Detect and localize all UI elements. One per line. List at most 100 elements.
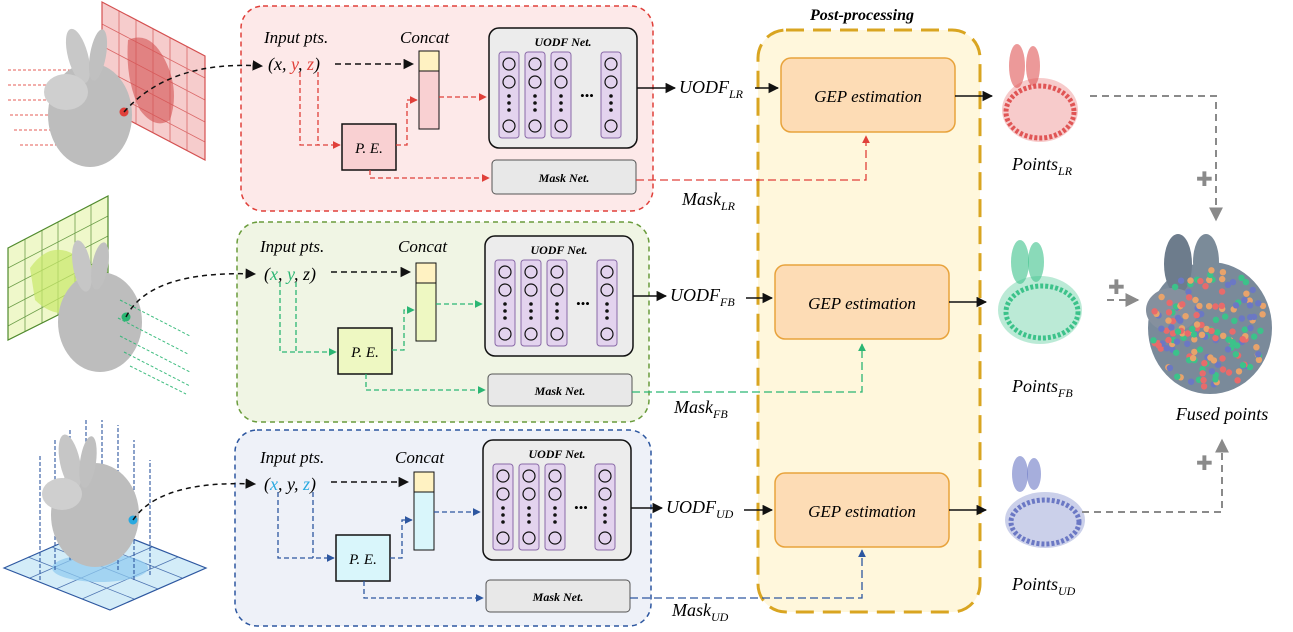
neuron-node [598,469,612,483]
row-fb: Input pts. (x, y, z) Concat P. E. UODF N… [236,221,1073,423]
fused-point [1219,355,1226,362]
neuron-ellipsis-dot [609,101,613,105]
row-lr-concat-bar-bottom [418,70,440,130]
fused-point [1212,316,1220,323]
neuron-ellipsis-dot [603,506,607,510]
row-fb-coords: (x, y, z) [264,264,316,285]
fused-point [1243,290,1250,297]
neuron-ellipsis-dot [555,316,559,320]
row-ud-points-label: PointsUD [1011,574,1076,598]
neuron-node [502,57,516,71]
neuron-ellipsis-dot [555,302,559,306]
neuron-node [554,75,568,89]
row-lr-coords: (x, y, z) [268,54,320,75]
neuron-node [548,487,562,501]
neuron-ellipsis-dot [527,520,531,524]
fused-point [1208,327,1215,334]
neuron-node [600,265,614,279]
row-lr-mask-net [491,159,637,195]
neuron-node [496,469,510,483]
row-lr-pe-label: P. E. [354,141,383,157]
fused-point [1190,331,1198,338]
fused-point [1196,302,1203,310]
neuron-ellipsis-dot [507,94,511,98]
fused-point [1197,277,1204,285]
neuron-node [550,327,564,341]
fused-point [1208,267,1215,274]
row-ud-out-label: UODFUD [666,497,734,521]
fused-point [1232,351,1240,358]
row-ud-concat-bar-bottom [413,491,435,551]
fused-point [1165,336,1172,344]
neuron-node [604,119,618,133]
row-fb-mask-label: MaskFB [673,397,728,421]
neuron-ellipsis-dot [553,520,557,524]
row-fb-points-label: PointsFB [1011,376,1073,400]
row-fb-input-label: Input pts. [259,237,324,256]
neuron-node [604,75,618,89]
fused-point [1224,281,1232,288]
fused-point [1192,296,1199,304]
fused-point [1187,378,1195,385]
neuron-node [498,265,512,279]
fused-point [1151,308,1158,315]
fused-point [1219,269,1227,276]
fused-point [1200,376,1207,384]
neuron-node [548,469,562,483]
fused-point [1239,336,1246,343]
bunny-fb-illustration [7,195,191,395]
fused-point [1150,337,1157,344]
neuron-ellipsis-dot [533,94,537,98]
fused-point [1169,330,1177,337]
fused-point [1219,275,1226,283]
neuron-ellipsis-dot [559,108,563,112]
fused-point [1232,302,1240,309]
fused-point [1229,328,1236,335]
fused-point [1191,348,1198,356]
fused-point [1198,331,1206,338]
fused-point [1163,327,1170,334]
neuron-node [550,265,564,279]
plus-icon-middle: ✚ [1108,277,1125,299]
row-fb-net-columns: ••• [494,259,618,347]
fused-point [1155,342,1162,349]
neuron-ellipsis-dot [603,513,607,517]
row-fb-mask-net [487,373,633,407]
neuron-ellipsis-dot [553,513,557,517]
neuron-node [522,469,536,483]
row-ud-coords: (x, y, z) [264,474,316,495]
neuron-ellipsis-dot [559,94,563,98]
neuron-node [528,57,542,71]
fused-point [1208,368,1216,375]
fused-point [1166,299,1173,306]
fused-point [1173,338,1181,345]
fused-point [1165,317,1172,324]
neuron-column-ellipsis: ••• [574,500,588,515]
fused-point [1212,303,1219,310]
row-lr-mask-net-label: Mask Net. [538,171,590,185]
row-lr-gep-box [780,57,956,133]
fused-point [1246,363,1254,371]
neuron-ellipsis-dot [603,520,607,524]
row-ud-net-label: UODF Net. [528,447,585,461]
fused-point [1224,346,1232,353]
neuron-node [524,265,538,279]
neuron-column-ellipsis: ••• [576,296,590,311]
neuron-node [522,487,536,501]
row-fb-concat-bar-top [415,262,437,284]
neuron-ellipsis-dot [609,108,613,112]
fused-point [1239,362,1247,369]
fused-point [1173,349,1180,356]
row-ud-pe-label: P. E. [348,552,377,568]
row-ud-net-columns: ••• [492,463,616,551]
fused-point [1246,297,1253,304]
neuron-ellipsis-dot [527,513,531,517]
row-ud: Input pts. (x, y, z) Concat P. E. UODF N… [234,429,1076,627]
fused-point [1193,311,1200,319]
row-ud-pe-box [335,534,391,582]
row-lr-pe-box [341,123,397,171]
fused-point [1241,326,1249,333]
fused-point [1182,313,1189,320]
fused-point [1165,309,1173,316]
